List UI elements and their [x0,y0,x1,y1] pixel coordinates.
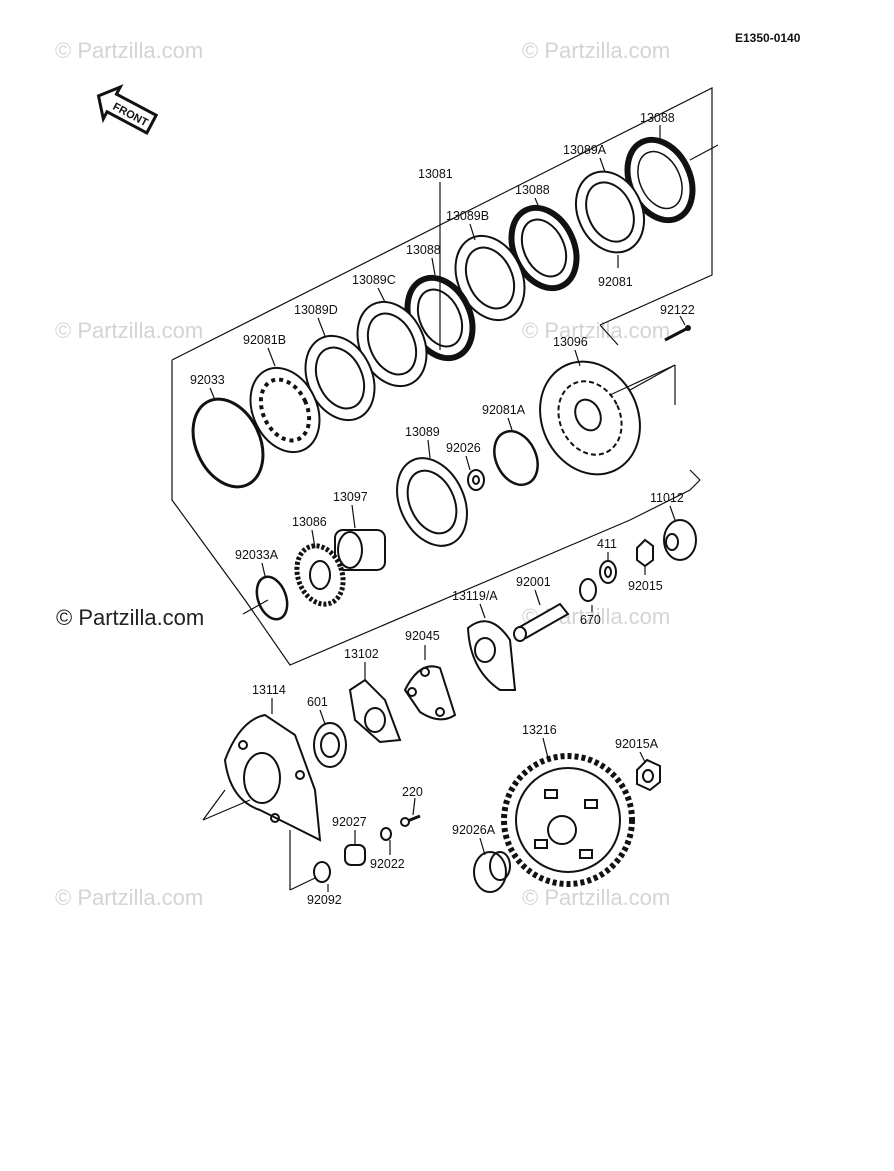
label-92122: 92122 [660,303,695,317]
bolt-92122 [664,325,691,342]
steel-plate-13089 [396,457,468,547]
label-92045: 92045 [405,629,440,643]
label-92033: 92033 [190,373,225,387]
label-13097: 13097 [333,490,368,504]
watermark: © Partzilla.com [55,318,203,343]
circlip-92033a [255,575,289,621]
part-labels: 13088 13089A 13081 13088 13089B 13088 13… [190,111,695,907]
bearing-601 [313,722,347,768]
label-13081: 13081 [418,167,453,181]
diagram-code: E1350-0140 [735,31,801,45]
label-13088-low: 13088 [406,243,441,257]
label-92081: 92081 [598,275,633,289]
collar-92026a [473,851,511,893]
watermark: © Partzilla.com [522,885,670,910]
front-arrow-icon: FRONT [96,84,159,135]
bracket-13102 [348,678,402,744]
plate-92045 [403,665,457,721]
nut-92015 [636,538,654,568]
label-13089c: 13089C [352,273,396,287]
bushing-92092 [313,861,331,883]
gear-13086 [294,543,346,607]
label-13089a: 13089A [563,143,607,157]
watermark: © Partzilla.com [55,885,203,910]
watermark: © Partzilla.com [522,318,670,343]
label-13089: 13089 [405,425,440,439]
label-601: 601 [307,695,328,709]
clutch-housing-13096 [539,360,676,476]
label-670: 670 [580,613,601,627]
label-411: 411 [597,537,617,551]
label-13096: 13096 [553,335,588,349]
leader-lines [209,125,686,892]
watermark-main: © Partzilla.com [56,605,204,630]
label-92081b: 92081B [243,333,286,347]
cap-11012 [663,519,697,561]
label-13088-top: 13088 [640,111,675,125]
label-13216: 13216 [522,723,557,737]
ring-670 [579,578,597,602]
label-92092: 92092 [307,893,342,907]
label-92026a: 92026A [452,823,496,837]
watermark: © Partzilla.com [55,38,203,63]
washer-92026 [467,469,485,491]
steel-plate-13089d [304,334,376,422]
label-13089b: 13089B [446,209,489,223]
label-11012: 11012 [650,491,684,505]
gear-13216 [501,753,635,887]
label-13102: 13102 [344,647,379,661]
spring-92081b [249,366,321,454]
screw-220 [400,814,421,827]
label-13088-mid: 13088 [515,183,550,197]
label-13089d: 13089D [294,303,338,317]
washer-92022 [380,827,392,841]
watermark: © Partzilla.com [522,38,670,63]
label-92081a: 92081A [482,403,526,417]
circlip-92033 [191,397,265,489]
ring-92081a [493,430,539,486]
steel-plate-13089a [574,170,646,254]
label-92001: 92001 [516,575,551,589]
label-13086: 13086 [292,515,327,529]
label-13119a: 13119/A [452,589,498,603]
label-92015a: 92015A [615,737,659,751]
lever-13119a [466,620,517,691]
nut-92015a [636,758,661,792]
shaft-92001 [513,602,570,642]
label-92026: 92026 [446,441,481,455]
label-92022: 92022 [370,857,405,871]
label-92015: 92015 [628,579,663,593]
label-13114: 13114 [252,683,286,697]
bushing-92027 [344,844,366,866]
housing-13114 [202,713,322,891]
assembly-outline [171,87,713,666]
washer-411 [599,560,617,584]
steel-plate-13089c [356,300,428,388]
label-220: 220 [402,785,423,799]
label-92033a: 92033A [235,548,279,562]
label-92027: 92027 [332,815,367,829]
hub-13097 [334,529,386,571]
